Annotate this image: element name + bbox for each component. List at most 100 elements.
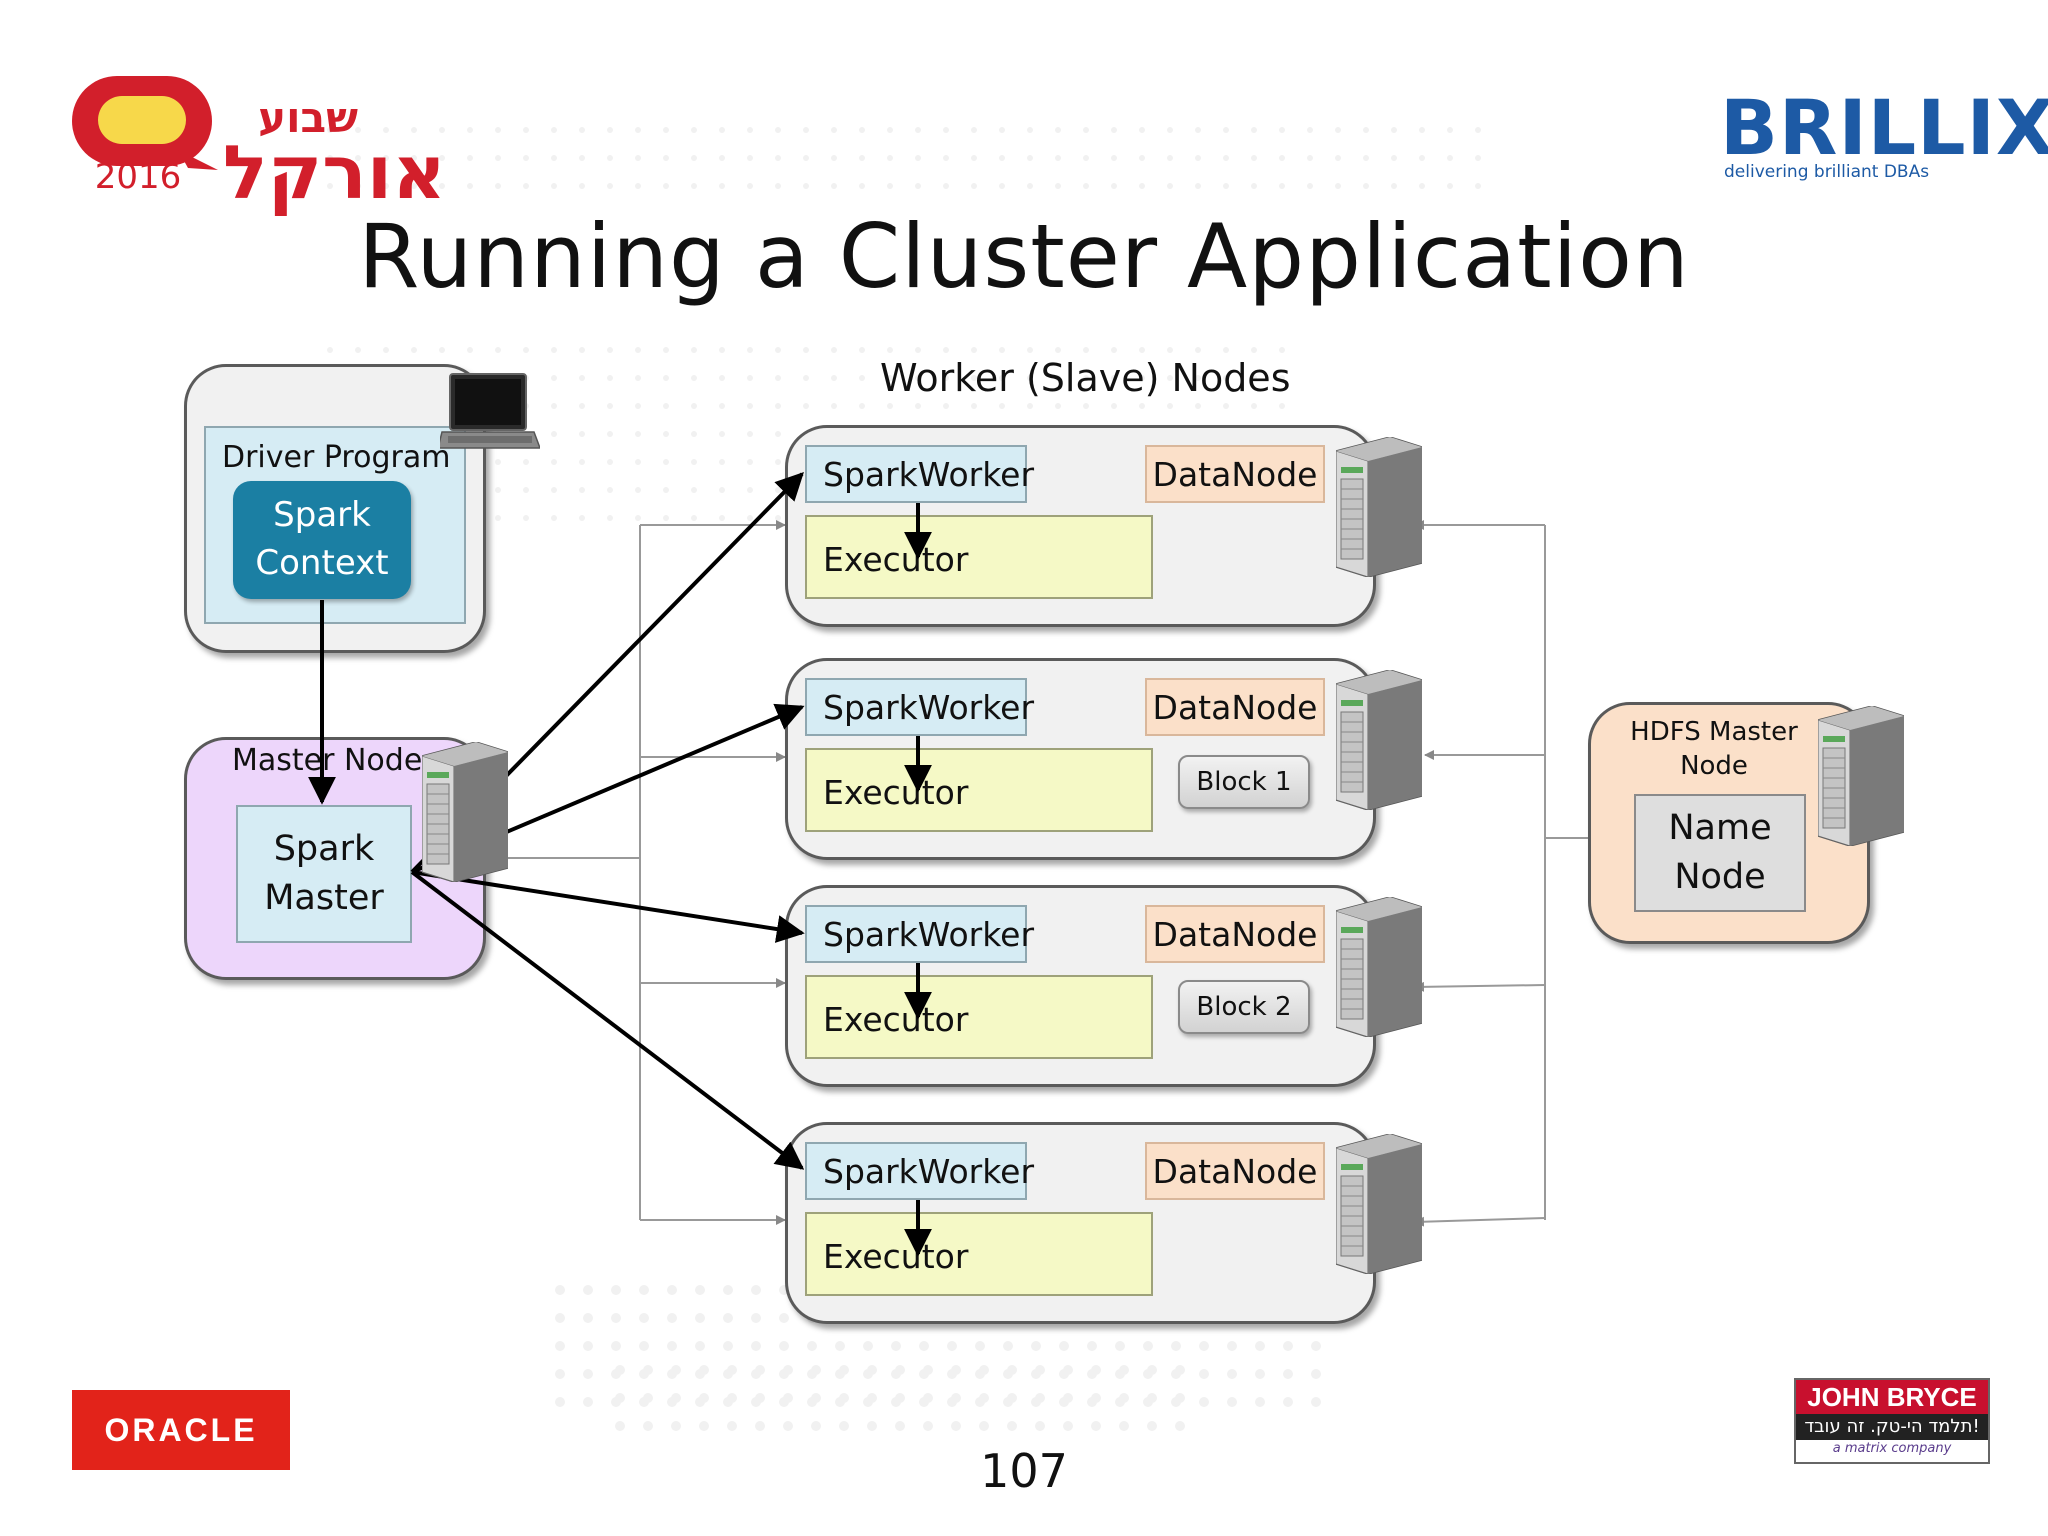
background-dot — [607, 375, 613, 381]
background-dot — [971, 155, 977, 161]
background-dot — [1283, 1369, 1293, 1379]
background-dot — [755, 1365, 765, 1375]
background-dot — [691, 183, 697, 189]
background-dot — [383, 127, 389, 133]
block-box: Block 2 — [1178, 980, 1310, 1034]
background-dot — [1199, 1369, 1209, 1379]
background-dot — [1139, 375, 1145, 381]
background-dot — [775, 183, 781, 189]
background-dot — [555, 1313, 565, 1323]
server-icon — [422, 742, 508, 882]
background-dot — [1447, 155, 1453, 161]
background-dot — [1223, 155, 1229, 161]
background-dot — [579, 347, 585, 353]
background-dot — [887, 183, 893, 189]
background-dot — [635, 183, 641, 189]
brillix-logo-name: BRILLIX — [1720, 88, 2048, 168]
background-dot — [691, 127, 697, 133]
background-dot — [607, 459, 613, 465]
hdfs-bus-branch-3 — [1414, 981, 1546, 992]
background-dot — [1311, 1397, 1321, 1407]
background-dot — [639, 1285, 649, 1295]
background-dot — [859, 347, 865, 353]
background-dot — [803, 375, 809, 381]
hdfs-bus-lines — [1414, 520, 1588, 1227]
background-dot — [1035, 1421, 1045, 1431]
background-dot — [355, 347, 361, 353]
background-dot — [783, 1365, 793, 1375]
background-dot — [1283, 1397, 1293, 1407]
background-dot — [551, 127, 557, 133]
background-dot — [699, 1365, 709, 1375]
background-dot — [811, 1421, 821, 1431]
background-dot — [831, 183, 837, 189]
background-dot — [635, 431, 641, 437]
background-dot — [1091, 1421, 1101, 1431]
hdfs-bus-branch-4 — [1414, 1216, 1546, 1227]
background-dot — [611, 1313, 621, 1323]
spark-context-box: Spark Context — [233, 481, 411, 599]
spark-worker-box: SparkWorker — [805, 445, 1034, 503]
background-dot — [1055, 347, 1061, 353]
background-dot — [803, 347, 809, 353]
background-dot — [671, 1421, 681, 1431]
background-dot — [383, 183, 389, 189]
background-dot — [1167, 347, 1173, 353]
background-dot — [895, 1393, 905, 1403]
background-dot — [327, 127, 333, 133]
background-dot — [551, 431, 557, 437]
background-dot — [1115, 1341, 1125, 1351]
background-dot — [923, 1365, 933, 1375]
worker-nodes-label: Worker (Slave) Nodes — [880, 356, 1291, 400]
background-dot — [1139, 347, 1145, 353]
background-dot — [1223, 375, 1229, 381]
background-dot — [979, 1393, 989, 1403]
background-dot — [975, 1341, 985, 1351]
background-dot — [1083, 347, 1089, 353]
background-dot — [1055, 127, 1061, 133]
background-dot — [1167, 183, 1173, 189]
brillix-tagline: delivering brilliant DBAs — [1724, 162, 1930, 182]
background-dot — [1255, 1397, 1265, 1407]
background-dot — [495, 127, 501, 133]
background-dot — [327, 183, 333, 189]
background-dot — [611, 1285, 621, 1295]
background-dot — [803, 183, 809, 189]
background-dot — [439, 127, 445, 133]
background-dot — [979, 1365, 989, 1375]
background-dot — [667, 1285, 677, 1295]
spark-worker-box: SparkWorker — [805, 905, 1034, 963]
background-dot — [551, 375, 557, 381]
background-dot — [951, 1393, 961, 1403]
background-dot — [615, 1393, 625, 1403]
background-dot — [831, 127, 837, 133]
background-dot — [695, 1313, 705, 1323]
background-dot — [635, 375, 641, 381]
background-dot — [887, 347, 893, 353]
background-dot — [1223, 127, 1229, 133]
background-dot — [999, 127, 1005, 133]
background-dot — [719, 403, 725, 409]
background-dot — [355, 127, 361, 133]
background-dot — [839, 1365, 849, 1375]
background-dot — [999, 403, 1005, 409]
background-dot — [999, 375, 1005, 381]
background-dot — [411, 127, 417, 133]
background-dot — [495, 183, 501, 189]
background-dot — [719, 375, 725, 381]
background-dot — [1251, 183, 1257, 189]
background-dot — [1227, 1369, 1237, 1379]
background-dot — [859, 183, 865, 189]
event-logo-hebrew-top: שבוע — [258, 93, 358, 142]
background-dot — [1083, 127, 1089, 133]
background-dot — [663, 403, 669, 409]
background-dot — [467, 155, 473, 161]
background-dot — [1035, 1393, 1045, 1403]
background-dot — [811, 1393, 821, 1403]
background-dot — [579, 459, 585, 465]
background-dot — [1199, 1341, 1209, 1351]
background-dot — [867, 1365, 877, 1375]
background-dot — [383, 155, 389, 161]
background-dot — [579, 155, 585, 161]
spark-worker-box: SparkWorker — [805, 1142, 1034, 1200]
